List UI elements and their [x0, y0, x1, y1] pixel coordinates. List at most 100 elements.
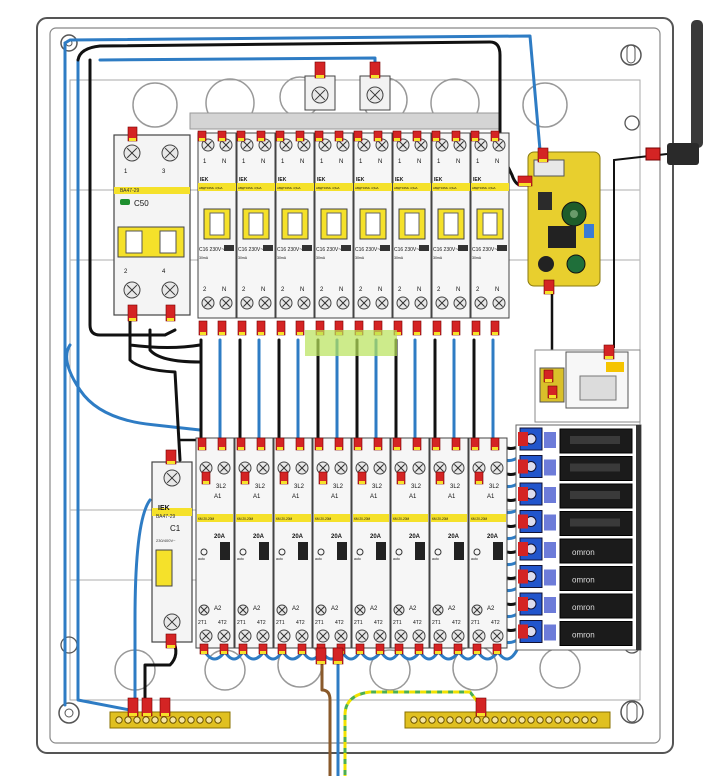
- terminal-screw[interactable]: [196, 716, 204, 724]
- wire-ferrule-tip: [359, 481, 365, 484]
- terminal-screw[interactable]: [115, 716, 123, 724]
- rcbo-sensitivity: 30mA: [355, 256, 365, 260]
- terminal-screw[interactable]: [509, 716, 517, 724]
- rcbo-test-button[interactable]: [497, 245, 507, 251]
- relay-1[interactable]: [518, 427, 633, 454]
- label-layer: C50 ВА47-29 C1 ВА47-29 230/400V~ IEK: [120, 188, 181, 543]
- terminal-screw[interactable]: [187, 716, 195, 724]
- terminal-screw[interactable]: [142, 716, 150, 724]
- terminal-screw[interactable]: [151, 716, 159, 724]
- relay-2[interactable]: [518, 455, 633, 481]
- terminal-screw[interactable]: [590, 716, 598, 724]
- rcbo-test-button[interactable]: [224, 245, 234, 251]
- terminal-screw[interactable]: [437, 716, 445, 724]
- contactor-indicator: [278, 548, 286, 556]
- terminal-screw[interactable]: [455, 716, 463, 724]
- rcbo-toggle-inner: [482, 212, 498, 236]
- terminal-screw[interactable]: [446, 716, 454, 724]
- terminal-screw[interactable]: [169, 716, 177, 724]
- neutral-terminal-1[interactable]: [304, 61, 336, 111]
- terminal-screw[interactable]: [205, 716, 213, 724]
- terminal-screw[interactable]: [410, 716, 418, 724]
- screw-slot: [436, 464, 444, 472]
- relay-5[interactable]: omron: [518, 537, 633, 564]
- rcbo-test-button[interactable]: [302, 245, 312, 251]
- contactor-mode-switch[interactable]: [376, 542, 386, 560]
- terminal-screw[interactable]: [500, 716, 508, 724]
- terminal-screw[interactable]: [518, 716, 526, 724]
- rcbo-test-button[interactable]: [458, 245, 468, 251]
- terminal-screw[interactable]: [133, 716, 141, 724]
- wire-ferrule-tip: [297, 447, 303, 450]
- relay-8[interactable]: omron: [518, 620, 633, 646]
- relay-4[interactable]: [518, 510, 633, 536]
- relay-7[interactable]: omron: [518, 592, 633, 619]
- terminal-screw[interactable]: [563, 716, 571, 724]
- terminal-screw[interactable]: [581, 716, 589, 724]
- contactor-mode-switch[interactable]: [493, 542, 503, 560]
- rcbo-test-button[interactable]: [341, 245, 351, 251]
- rcbo-test-button[interactable]: [263, 245, 273, 251]
- terminal-screw[interactable]: [545, 716, 553, 724]
- contactor-mode-switch[interactable]: [415, 542, 425, 560]
- contactor-mode-switch[interactable]: [454, 542, 464, 560]
- terminal-screw[interactable]: [428, 716, 436, 724]
- terminal-screw[interactable]: [464, 716, 472, 724]
- rcbo-test-button[interactable]: [419, 245, 429, 251]
- terminal-screw[interactable]: [473, 716, 481, 724]
- contactor-mode-switch[interactable]: [298, 542, 308, 560]
- terminal-screw[interactable]: [536, 716, 544, 724]
- contactor-mode-switch[interactable]: [259, 542, 269, 560]
- screw-slot: [319, 632, 327, 640]
- contactor-model: КМ 20-20М: [432, 517, 449, 521]
- wire-ferrule-tip: [455, 651, 461, 654]
- wire-ferrule-tip: [394, 138, 400, 141]
- antenna: [613, 20, 703, 348]
- terminal-screw[interactable]: [214, 716, 222, 724]
- terminal-screw[interactable]: [527, 716, 535, 724]
- terminal-screw[interactable]: [160, 716, 168, 724]
- wire-ferrule-tip: [279, 651, 285, 654]
- terminal-screw[interactable]: [482, 716, 490, 724]
- wire-ferrule-tip: [316, 138, 322, 141]
- screw-slot: [298, 632, 306, 640]
- neutral-terminal-2[interactable]: [359, 61, 391, 111]
- terminal-screw[interactable]: [554, 716, 562, 724]
- rcbo-yellow-strip: [393, 183, 431, 191]
- wire-ferrule-tip: [472, 447, 478, 450]
- relay-3[interactable]: [518, 482, 633, 509]
- wire: [76, 58, 132, 712]
- terminal-screw[interactable]: [572, 716, 580, 724]
- contactor-current: 20A: [292, 534, 304, 540]
- terminal-screw[interactable]: [124, 716, 132, 724]
- small-breaker-handle[interactable]: [155, 549, 173, 587]
- terminal-screw[interactable]: [178, 716, 186, 724]
- contactor-mode-switch[interactable]: [337, 542, 347, 560]
- relay-6[interactable]: omron: [518, 565, 633, 591]
- terminal-screw[interactable]: [491, 716, 499, 724]
- contactor-mode-switch[interactable]: [220, 542, 230, 560]
- rcbo-yellow-strip: [354, 183, 392, 191]
- rcbo-test-button[interactable]: [380, 245, 390, 251]
- terminal-screw[interactable]: [419, 716, 427, 724]
- small-breaker-c1[interactable]: [151, 449, 193, 649]
- pcb-input-terminal[interactable]: [533, 159, 565, 177]
- rcbo-yellow-strip: [315, 183, 353, 191]
